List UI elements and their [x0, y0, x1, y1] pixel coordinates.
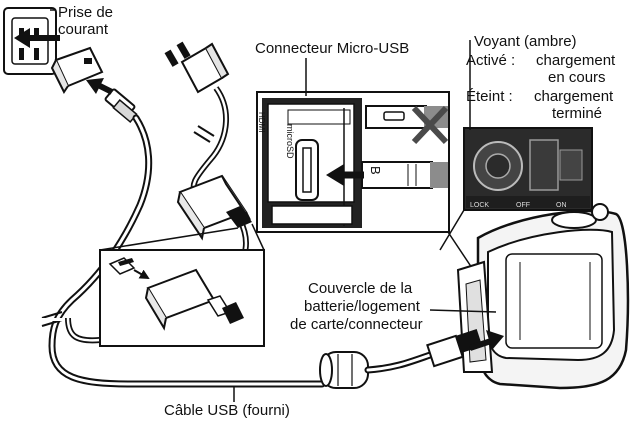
indicator-off-value-1: chargement: [534, 88, 614, 105]
indicator-off-value-2: terminé: [552, 105, 603, 122]
ac-adapter: [50, 46, 104, 94]
charger-brick: [176, 174, 252, 241]
cover-label-line1: Couvercle de la: [308, 280, 413, 297]
power-plug: [164, 41, 230, 94]
ferrite-core: [319, 351, 369, 389]
hdmi-marking: HDMI: [257, 112, 266, 133]
indicator-title: Voyant (ambre): [474, 33, 577, 50]
indicator-off-key: Éteint :: [466, 88, 513, 105]
cover-leader: [429, 309, 497, 313]
camera-insert-arrow-icon: [469, 330, 504, 351]
switch-off-marking: OFF: [516, 202, 530, 209]
camera-body: [426, 203, 630, 390]
micro-b-marking: B: [368, 166, 383, 175]
plug-in-arrow-icon: [14, 28, 60, 48]
usb-cable-label: Câble USB (fourni): [164, 402, 290, 419]
cable-break-mark: [40, 311, 64, 327]
indicator-on-value-1: chargement: [536, 52, 616, 69]
cover-label-line2: batterie/logement: [304, 298, 420, 315]
indicator-on-key: Activé :: [466, 52, 516, 69]
cable-break-mark: [193, 125, 215, 143]
indicator-zoom-line: [439, 209, 465, 251]
indicator-zoom-panel: [463, 127, 593, 211]
micro-usb-label: Connecteur Micro-USB: [255, 40, 410, 57]
usb-in-arrow-icon: [86, 78, 114, 95]
indicator-on-value-2: en cours: [548, 69, 606, 86]
microsd-marking: microSD: [285, 124, 295, 159]
cover-label-line3: de carte/connecteur: [290, 316, 423, 333]
micro-usb-zoom-panel: [256, 91, 450, 233]
outlet-label-line1: Prise de: [58, 4, 114, 21]
outlet-label-line2: courant: [58, 21, 109, 38]
switch-lock-marking: LOCK: [470, 202, 490, 209]
switch-on-marking: ON: [556, 202, 567, 209]
adapter-inset: [99, 223, 265, 347]
